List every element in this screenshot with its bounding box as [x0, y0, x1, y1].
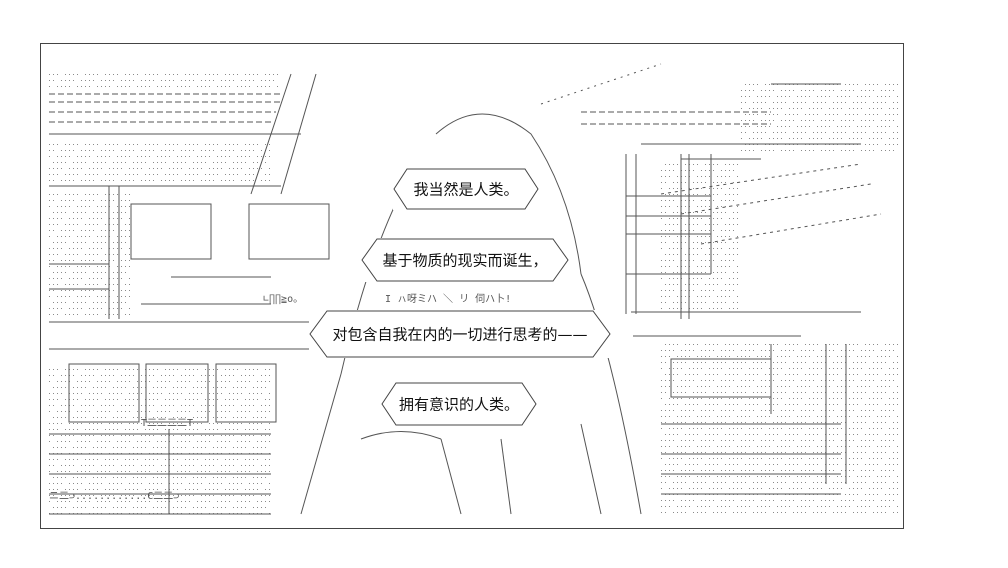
line-art: [49, 63, 882, 515]
speech-text-1: 我当然是人类。: [413, 180, 519, 199]
ascii-sign-2: ∟∏∏≧o。: [263, 294, 303, 305]
ascii-art-panel: I ㇵ呀ミハ ＼ リ 伺ハ卜! ∟∏∏≧o。 ニ二⊃............C二…: [40, 43, 904, 529]
ascii-art-scene: I ㇵ呀ミハ ＼ リ 伺ハ卜! ∟∏∏≧o。 ニ二⊃............C二…: [49, 63, 898, 515]
ascii-sign-3: ニ二⊃............C二二⊃: [49, 491, 179, 502]
speech-bubble-3: 对包含自我在内的一切进行思考的——: [309, 310, 611, 358]
speech-bubble-1: 我当然是人类。: [393, 168, 539, 210]
ascii-sign-4: T二二二二T: [141, 418, 193, 429]
speech-text-4: 拥有意识的人类。: [398, 395, 519, 414]
speech-bubble-4: 拥有意识的人类。: [381, 382, 537, 426]
ascii-glyphs: I ㇵ呀ミハ ＼ リ 伺ハ卜! ∟∏∏≧o。 ニ二⊃............C二…: [49, 292, 511, 502]
speech-text-2: 基于物质的现实而诞生，: [382, 251, 548, 270]
speech-bubble-2: 基于物质的现实而诞生，: [361, 238, 569, 282]
speech-text-3: 对包含自我在内的一切进行思考的——: [332, 325, 588, 344]
ascii-sign-1: I ㇵ呀ミハ ＼ リ 伺ハ卜!: [385, 292, 511, 305]
